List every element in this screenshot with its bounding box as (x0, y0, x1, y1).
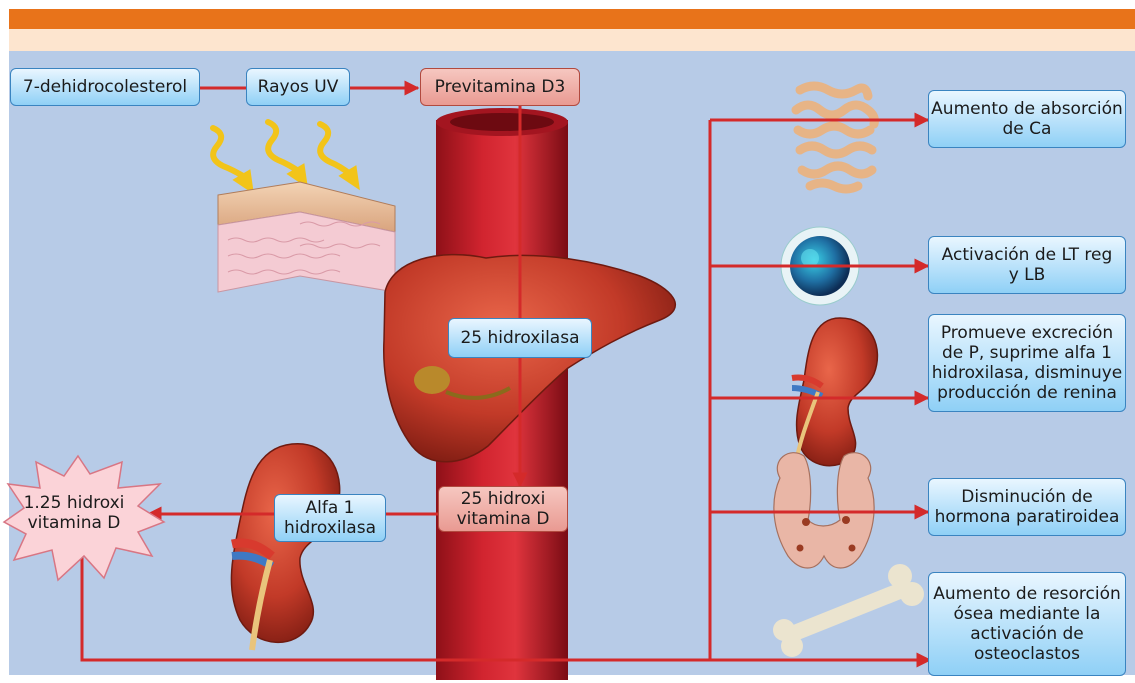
kidney-enzyme-box: Alfa 1 hidroxilasa (274, 494, 386, 542)
intestine-icon (796, 86, 874, 189)
effect-label: Disminución de hormona paratiroidea (935, 487, 1120, 527)
kidney-icon (231, 444, 339, 650)
metabolite-label: 25 hidroxi vitamina D (457, 489, 550, 529)
parathyroid-icon (774, 453, 874, 568)
effect-label: Aumento de resorción ósea mediante la ac… (933, 584, 1121, 664)
uv-rays-icon (213, 122, 356, 188)
effect-label: Activación de LT reg y LB (942, 245, 1113, 285)
effect-box-5: Aumento de resorción ósea mediante la ac… (928, 572, 1126, 676)
previtamin-label: Previtamina D3 (435, 77, 566, 97)
previtamin-box: Previtamina D3 (420, 68, 580, 106)
precursor-box: 7-dehidrocolesterol (10, 68, 200, 106)
uv-box: Rayos UV (246, 68, 350, 106)
active-form-label: 1.25 hidroxi vitamina D (24, 493, 125, 533)
effect-box-4: Disminución de hormona paratiroidea (928, 478, 1126, 536)
metabolite-box: 25 hidroxi vitamina D (438, 486, 568, 532)
liver-enzyme-label: 25 hidroxilasa (460, 328, 579, 348)
effect-label: Promueve excreción de P, suprime alfa 1 … (932, 323, 1123, 403)
liver-enzyme-box: 25 hidroxilasa (448, 318, 592, 358)
kidney-enzyme-label: Alfa 1 hidroxilasa (284, 498, 376, 538)
uv-label: Rayos UV (258, 77, 339, 97)
skin-icon (218, 182, 395, 292)
precursor-label: 7-dehidrocolesterol (23, 77, 187, 97)
bone-icon (773, 564, 924, 657)
effect-label: Aumento de absorción de Ca (931, 99, 1123, 139)
effect-box-3: Promueve excreción de P, suprime alfa 1 … (928, 314, 1126, 412)
effect-box-1: Aumento de absorción de Ca (928, 90, 1126, 148)
small-kidney-icon (792, 318, 877, 466)
effect-box-2: Activación de LT reg y LB (928, 236, 1126, 294)
active-form-box: 1.25 hidroxi vitamina D (12, 490, 136, 536)
